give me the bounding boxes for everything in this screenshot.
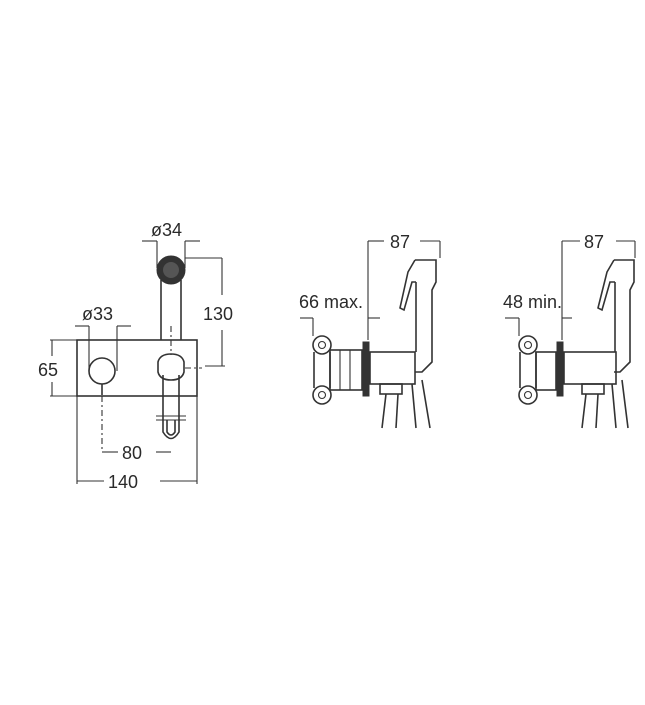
dim-wall-depth-min: 48 min. [503,292,563,312]
dim-knob-diameter: ø33 [82,304,114,324]
dim-projection-min: 87 [584,232,605,252]
dim-height-to-head: 130 [203,304,234,324]
dim-center-distance: 80 [122,443,143,463]
side-view-min [505,240,636,429]
dim-plate-height: 65 [38,360,59,380]
dim-head-diameter: ø34 [151,220,183,240]
dim-wall-depth-max: 66 max. [299,292,364,312]
dim-projection-max: 87 [390,232,411,252]
front-view [50,240,225,484]
dim-plate-width: 140 [108,472,139,492]
side-view-max [300,240,441,429]
